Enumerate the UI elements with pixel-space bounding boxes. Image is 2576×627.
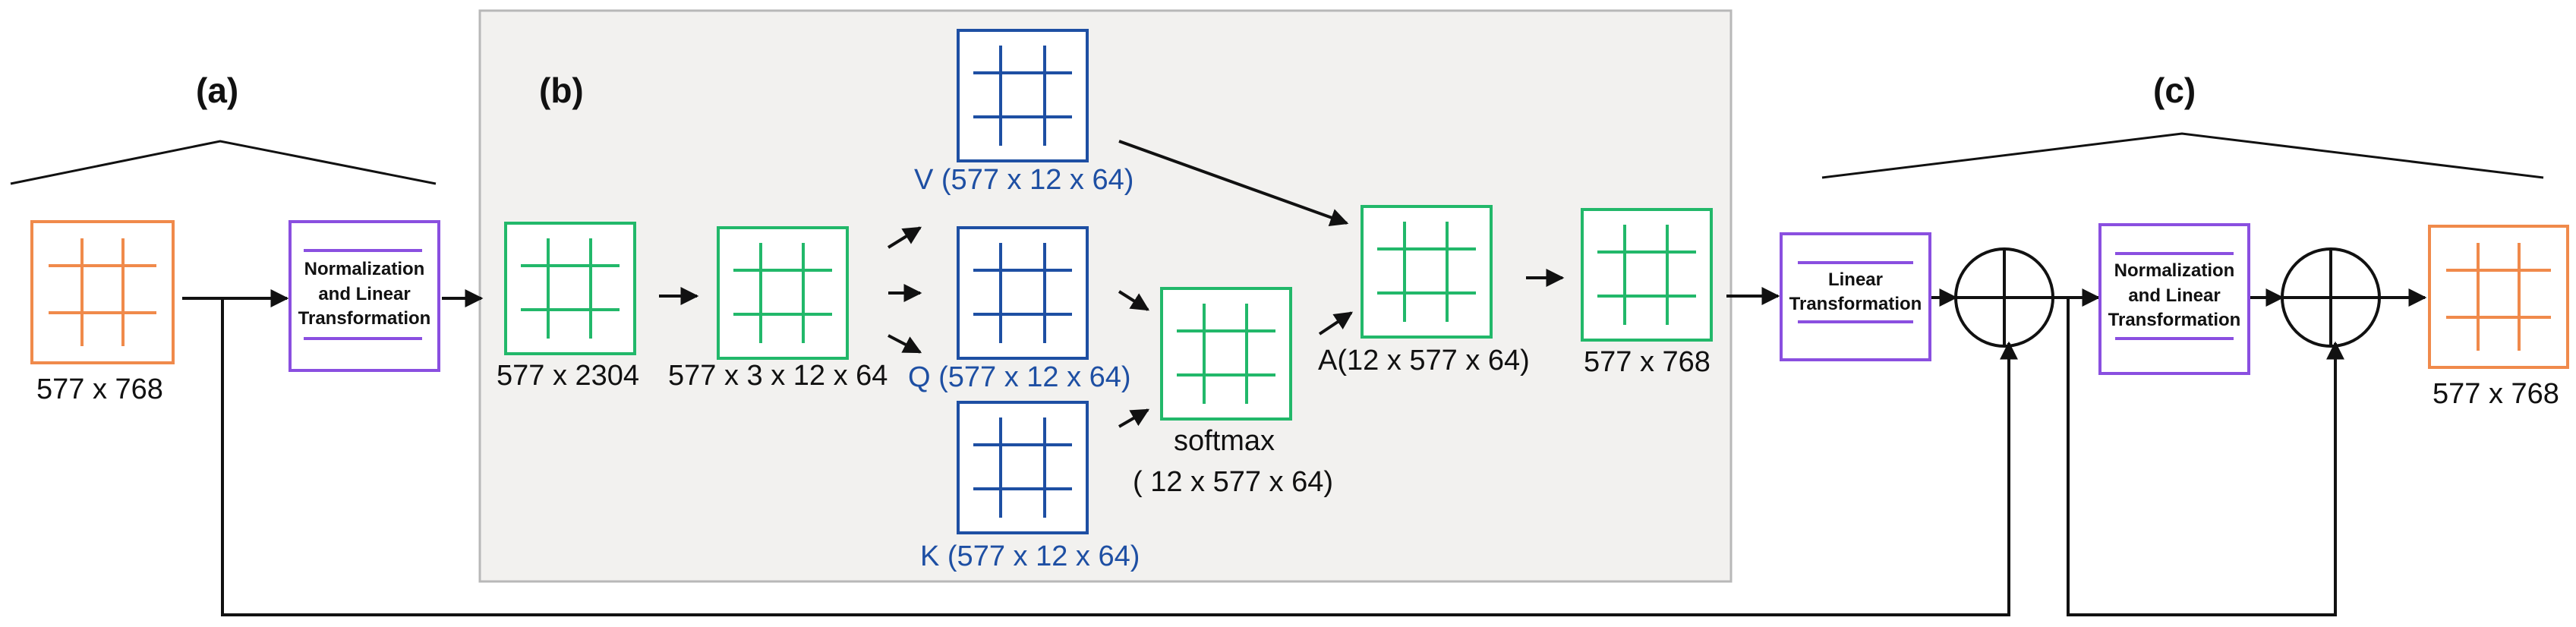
input-dim-label: 577 x 768 [36,373,163,405]
residual-line-1 [221,298,2018,616]
qkv-dim-label: 577 x 2304 [497,360,640,392]
softmax-matrix [1160,287,1292,421]
section-a-bracket [10,140,437,185]
output-dim-label: 577 x 768 [2433,378,2559,410]
section-b-label: (b) [539,71,584,110]
norm-linear-box-2 [2098,223,2250,375]
section-c-bracket [1821,132,2544,179]
arrow-q-to-softmax [1118,290,1150,311]
arrow-k-to-softmax [1118,408,1150,428]
qkv-matrix [504,222,636,355]
linear-box [1780,232,1931,361]
input-matrix [30,220,175,364]
add-node-2 [2281,247,2381,348]
residual-line-2 [2067,298,2344,616]
merged-dim-label: 577 x 768 [1584,346,1711,378]
add-node-1 [1954,247,2054,348]
attention-matrix [1361,205,1493,339]
norm-linear-box-1 [288,220,440,372]
arrow-to-v [887,226,922,249]
q-label: Q (577 x 12 x 64) [908,361,1131,393]
section-c-label: (c) [2153,71,2196,110]
arrow-v-to-attn [1118,140,1349,226]
k-matrix [957,401,1089,534]
attn-dim-label: A(12 x 577 x 64) [1318,345,1530,377]
output-matrix [2428,225,2569,369]
k-label: K (577 x 12 x 64) [920,540,1140,572]
softmax-dim-label: ( 12 x 577 x 64) [1133,466,1334,498]
reshaped-matrix [717,226,849,360]
v-label: V (577 x 12 x 64) [914,164,1134,196]
merged-matrix [1581,208,1713,342]
section-a-label: (a) [196,71,239,110]
arrow-softmax-to-attn [1318,311,1353,336]
softmax-label: softmax [1174,425,1275,457]
q-matrix [957,226,1089,360]
arrow-to-k [888,334,922,354]
v-matrix [957,29,1089,162]
reshape-dim-label: 577 x 3 x 12 x 64 [668,360,888,392]
